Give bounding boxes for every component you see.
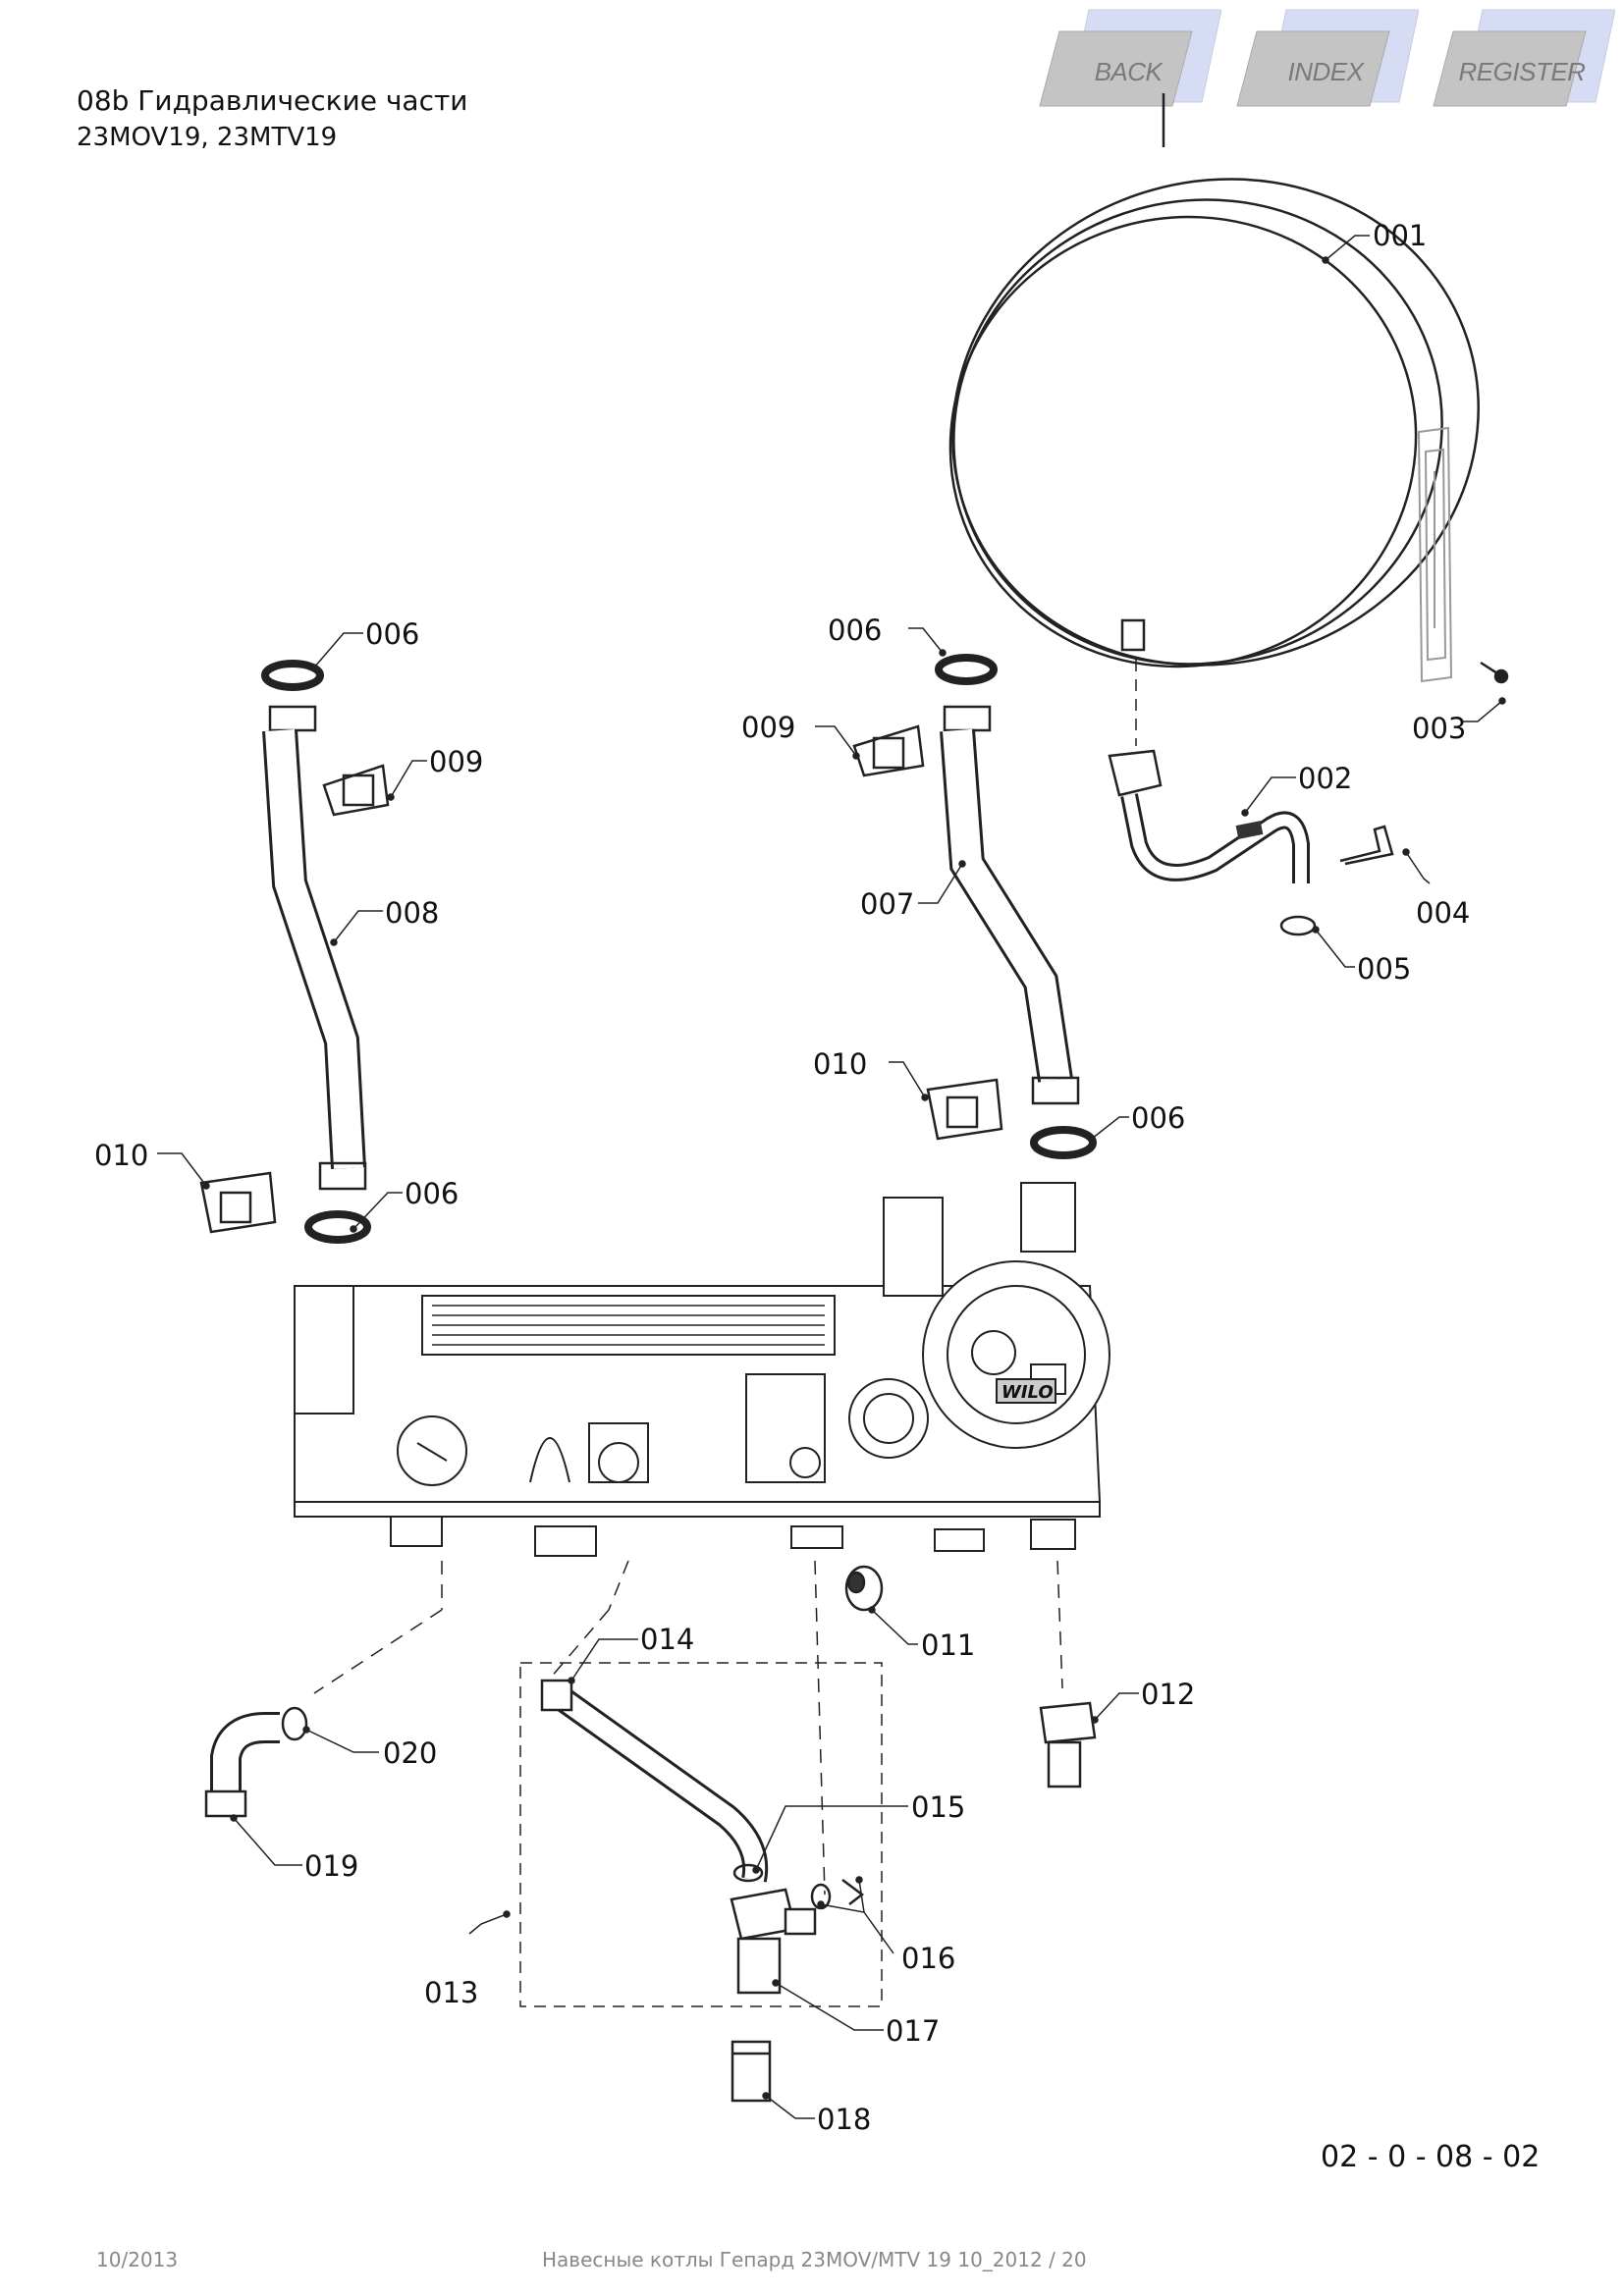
- valve-012: [1039, 1701, 1097, 1789]
- expansion-vessel: [948, 93, 1480, 668]
- callout-004: 004: [1416, 896, 1470, 930]
- back-tab-shape: [1039, 9, 1221, 107]
- callout-012: 012: [1141, 1678, 1195, 1711]
- kit-box-013: [519, 1662, 883, 2007]
- pump-brand-text: WILO: [1001, 1382, 1054, 1403]
- callout-018: 018: [817, 2103, 871, 2136]
- vessel-hose: [1108, 749, 1310, 883]
- callout-005: 005: [1357, 952, 1411, 986]
- index-button[interactable]: INDEX: [1232, 8, 1419, 108]
- callout-008: 008: [385, 896, 439, 930]
- callout-010-b: 010: [813, 1047, 867, 1081]
- register-tab-shape: [1433, 9, 1615, 107]
- mounting-bracket: [1417, 426, 1453, 683]
- callout-011: 011: [921, 1629, 975, 1662]
- page-title: 08b Гидравлические части: [77, 84, 468, 117]
- fitting-018: [731, 2040, 772, 2103]
- screw-003: [1480, 661, 1509, 684]
- callout-003: 003: [1412, 712, 1466, 745]
- clip-009-right: [852, 724, 925, 777]
- callout-006-d: 006: [405, 1177, 459, 1210]
- callout-007: 007: [860, 887, 914, 921]
- oring-005: [1279, 915, 1317, 936]
- callout-017: 017: [886, 2014, 940, 2048]
- callout-014: 014: [640, 1623, 694, 1656]
- callout-013: 013: [424, 1976, 478, 2009]
- callout-009-a: 009: [429, 745, 483, 778]
- callout-016: 016: [901, 1942, 955, 1975]
- footer-doc-title: Навесные котлы Гепард 23MOV/MTV 19 10_20…: [542, 2248, 1087, 2271]
- valve-body-017: [730, 1888, 817, 1995]
- callout-020: 020: [383, 1736, 437, 1770]
- page-code: 02 - 0 - 08 - 02: [1321, 2140, 1541, 2174]
- back-label: BACK: [1094, 57, 1163, 86]
- footer-date: 10/2013: [96, 2248, 179, 2271]
- callout-006-a: 006: [365, 617, 419, 651]
- clip-010-right: [926, 1078, 1003, 1141]
- register-label: REGISTER: [1458, 57, 1586, 86]
- callout-019: 019: [304, 1849, 358, 1883]
- bypass-pipe-014: [540, 1679, 769, 1883]
- callout-001: 001: [1373, 219, 1427, 252]
- pipe-007: [935, 654, 1097, 1159]
- hydraulic-group: WILO: [294, 1182, 1110, 1557]
- callout-009-b: 009: [741, 711, 795, 744]
- elbow-019: [204, 1712, 280, 1818]
- page-subtitle: 23MOV19, 23MTV19: [77, 123, 338, 152]
- register-button[interactable]: REGISTER: [1429, 8, 1615, 108]
- clip-009-left: [322, 764, 390, 817]
- callout-006-c: 006: [1131, 1101, 1185, 1135]
- index-tab-shape: [1236, 9, 1419, 107]
- callout-015: 015: [911, 1790, 965, 1824]
- clip-010-left: [199, 1171, 277, 1234]
- callout-002: 002: [1298, 762, 1352, 795]
- callout-006-b: 006: [828, 614, 882, 647]
- back-button[interactable]: BACK: [1035, 8, 1221, 108]
- callout-010-a: 010: [94, 1139, 148, 1172]
- index-label: INDEX: [1287, 57, 1364, 86]
- clip-004: [1339, 825, 1394, 866]
- filter-011: [844, 1565, 884, 1612]
- pipe-008: [261, 660, 371, 1244]
